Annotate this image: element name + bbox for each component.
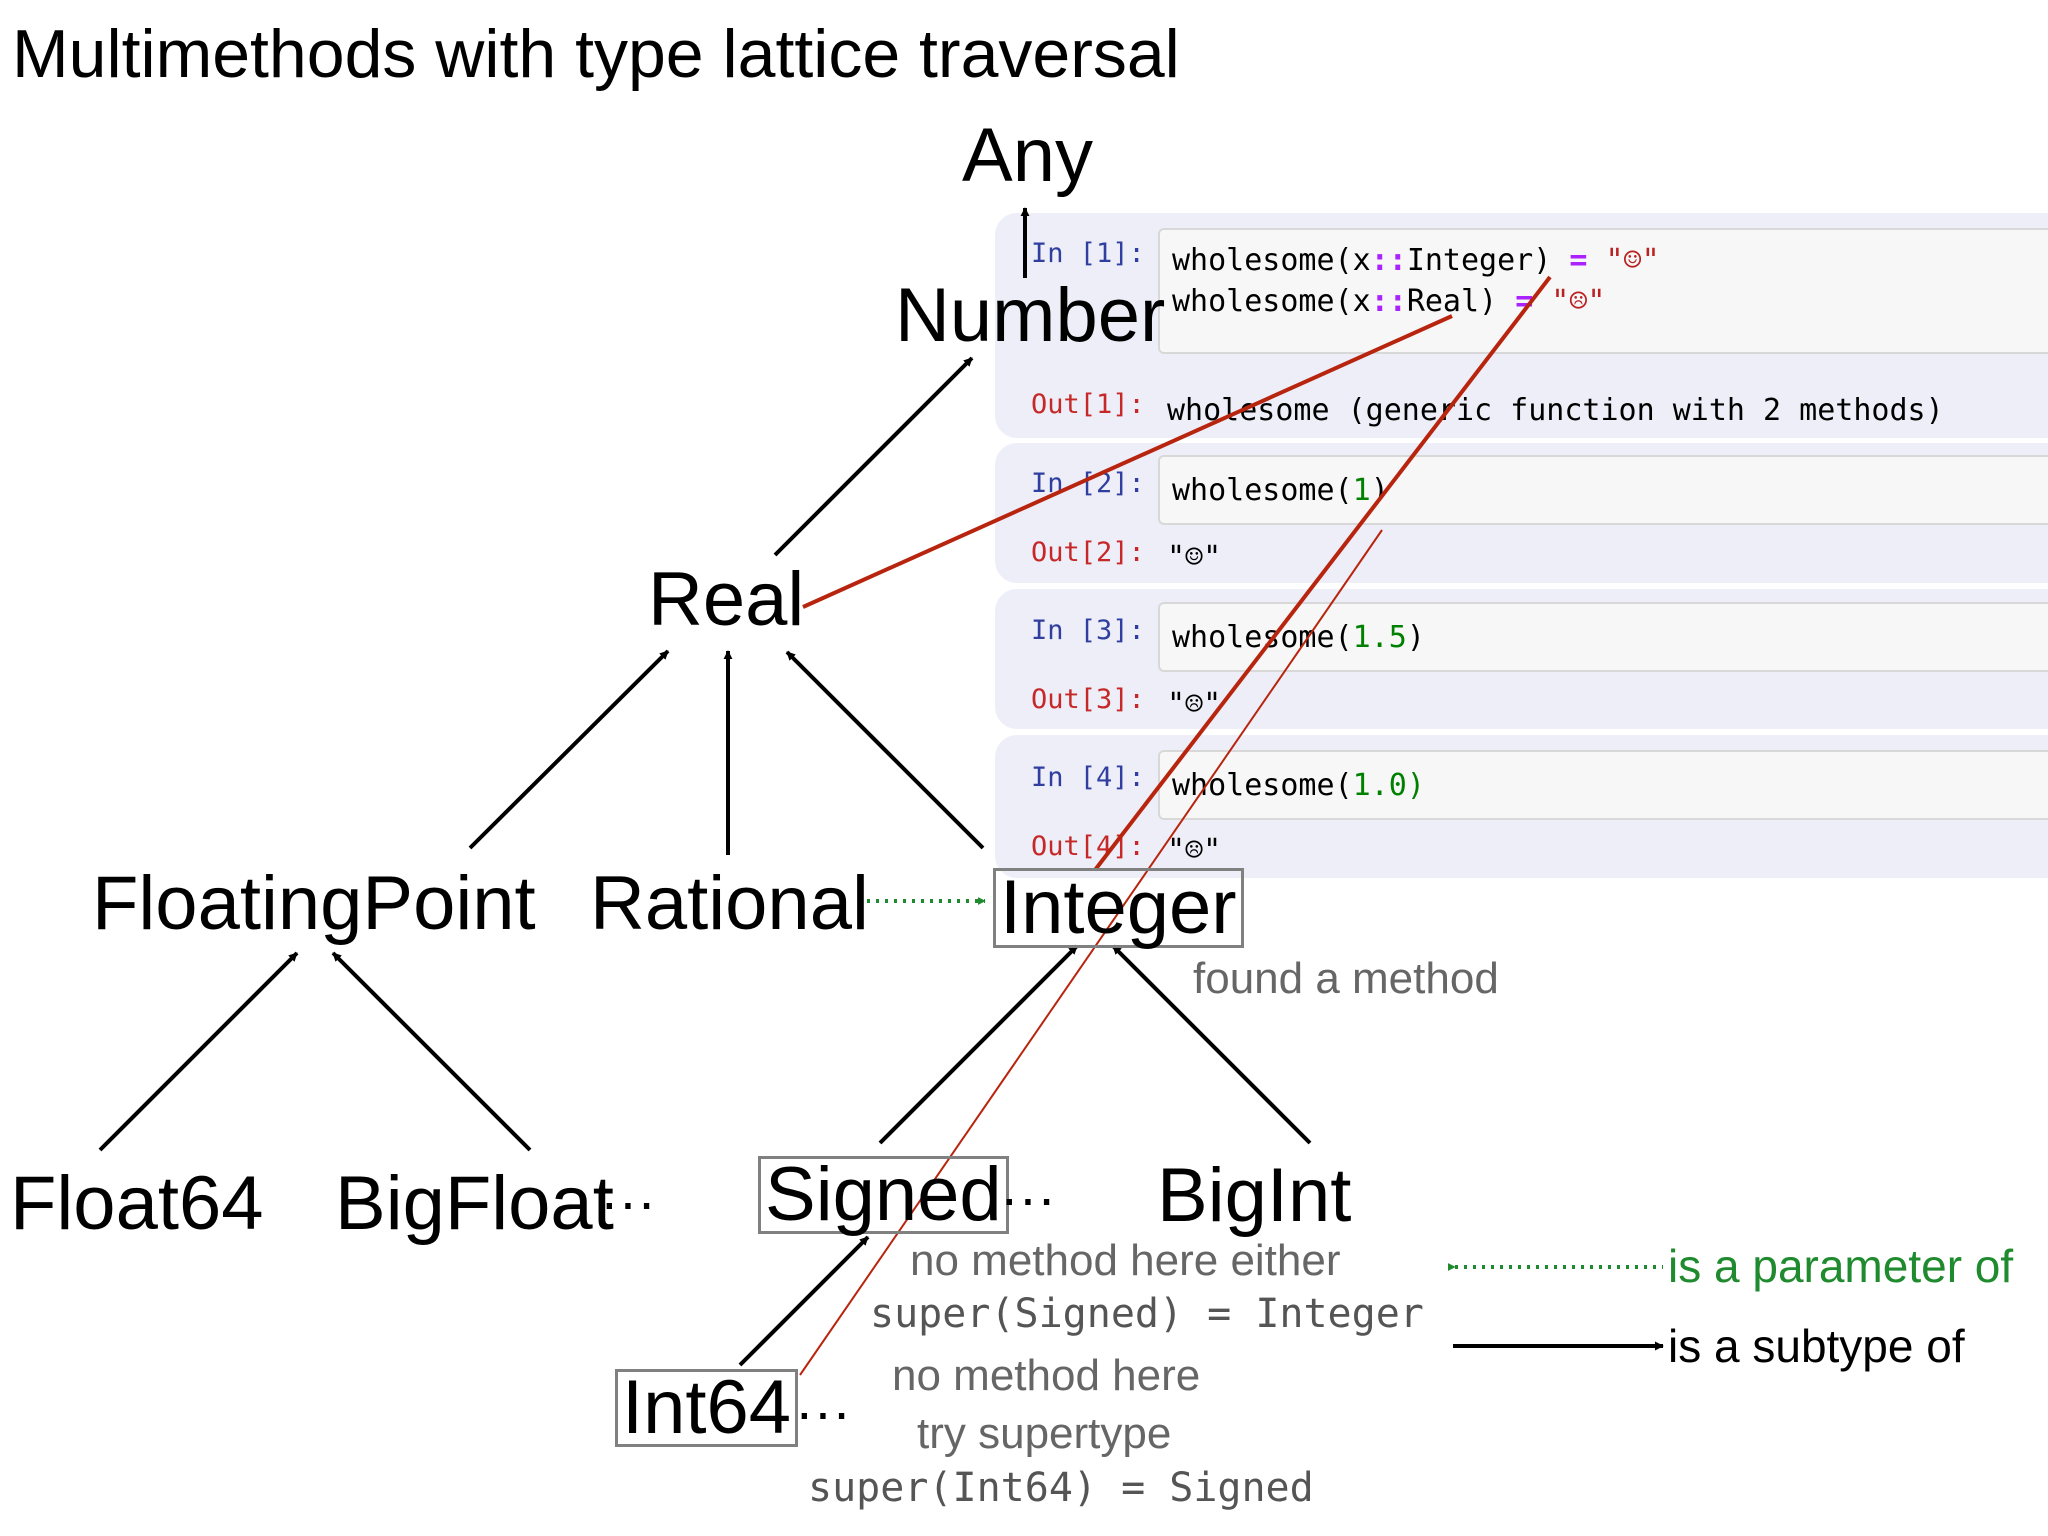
in-prompt-1: In [1]: xyxy=(1031,238,1145,269)
code-line-5: wholesome(1.0) xyxy=(1172,768,1425,803)
trace-int64-to-integer-method xyxy=(799,529,1383,1376)
arrow-bigint-to-integer xyxy=(1111,944,1312,1145)
code-input-1[interactable] xyxy=(1158,228,2048,354)
note-no-method-here: no method here xyxy=(892,1351,1201,1400)
code-input-2[interactable] xyxy=(1158,455,2048,525)
arrow-bigfloat-to-floatingpoint xyxy=(331,951,532,1152)
out-prompt-4: Out[4]: xyxy=(1031,831,1145,862)
note-super-int64: super(Int64) = Signed xyxy=(808,1465,1314,1511)
ellipsis-int64: ··· xyxy=(795,1380,851,1443)
node-rational: Rational xyxy=(590,861,869,946)
node-real: Real xyxy=(648,557,805,642)
node-bigfloat: BigFloat xyxy=(335,1161,614,1246)
code-line-2: wholesome(x::Real) = "☹" xyxy=(1172,284,1606,319)
ellipsis-signed: ··· xyxy=(1000,1166,1056,1229)
trace-real-to-real-method xyxy=(802,314,1453,609)
node-signed: Signed xyxy=(758,1156,1009,1234)
node-bigint: BigInt xyxy=(1157,1153,1352,1238)
code-input-3[interactable] xyxy=(1158,602,2048,672)
out-prompt-1: Out[1]: xyxy=(1031,389,1145,420)
code-input-4[interactable] xyxy=(1158,750,2048,820)
node-float64: Float64 xyxy=(10,1161,264,1246)
node-integer: Integer xyxy=(993,868,1244,948)
note-super-signed: super(Signed) = Integer xyxy=(870,1291,1424,1337)
out-prompt-3: Out[3]: xyxy=(1031,684,1145,715)
note-try-supertype: try supertype xyxy=(917,1409,1172,1458)
jupyter-notebook: In [1]: wholesome(x::Integer) = "☺" whol… xyxy=(995,213,2048,878)
slide-title: Multimethods with type lattice traversal xyxy=(12,16,1180,92)
code-line-1: wholesome(x::Integer) = "☺" xyxy=(1172,243,1660,278)
arrow-integer-to-real xyxy=(785,650,985,850)
arrow-floatingpoint-to-real xyxy=(468,649,670,850)
arrow-signed-to-integer xyxy=(878,944,1079,1145)
out-prompt-2: Out[2]: xyxy=(1031,537,1145,568)
arrow-float64-to-floatingpoint xyxy=(98,951,299,1152)
legend-parameter-label: is a parameter of xyxy=(1668,1240,2014,1292)
node-any: Any xyxy=(962,113,1093,198)
node-number: Number xyxy=(895,273,1166,358)
in-prompt-2: In [2]: xyxy=(1031,468,1145,499)
output-4: "☹" xyxy=(1167,833,1222,868)
output-2: "☺" xyxy=(1167,540,1222,575)
legend-subtype-label: is a subtype of xyxy=(1668,1320,1965,1372)
arrow-real-to-number xyxy=(773,356,974,557)
trace-integer-to-integer-method xyxy=(1093,275,1552,872)
in-prompt-3: In [3]: xyxy=(1031,615,1145,646)
node-int64: Int64 xyxy=(615,1369,799,1447)
output-1: wholesome (generic function with 2 metho… xyxy=(1167,393,1944,428)
arrow-int64-to-signed xyxy=(738,1235,870,1367)
in-prompt-4: In [4]: xyxy=(1031,762,1145,793)
note-no-method-either: no method here either xyxy=(910,1236,1341,1285)
node-floatingpoint: FloatingPoint xyxy=(92,861,536,946)
code-line-3: wholesome(1) xyxy=(1172,473,1389,508)
ellipsis-bigfloat: ··· xyxy=(600,1170,656,1233)
note-found-method: found a method xyxy=(1193,954,1499,1003)
